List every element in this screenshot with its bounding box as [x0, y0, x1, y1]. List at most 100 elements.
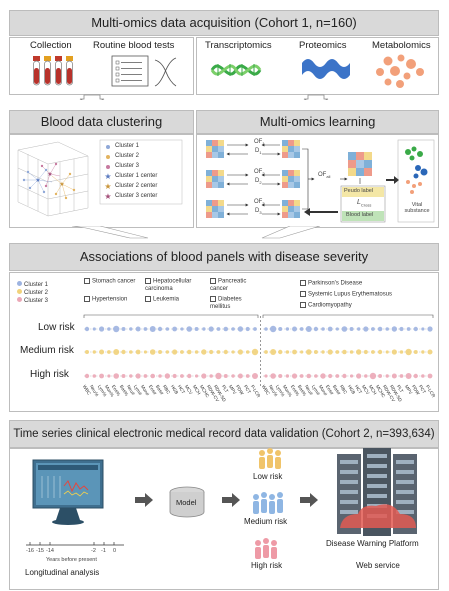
disease-stomach-cancer: Stomach cancer — [84, 278, 136, 286]
acquisition-title: Multi-omics data acquisition (Cohort 1, … — [91, 15, 357, 30]
association-dot — [278, 327, 283, 331]
association-dot — [385, 350, 389, 354]
association-dot — [129, 350, 133, 354]
routine-blood-tests-label: Routine blood tests — [93, 40, 175, 51]
association-dot — [253, 327, 257, 331]
longitudinal-analysis-label: Longitudinal analysis — [25, 568, 100, 577]
association-dot — [84, 326, 90, 332]
disease-hypertension: Hypertension — [84, 296, 127, 304]
association-dot — [237, 373, 243, 379]
server-rack-icon — [337, 448, 417, 536]
association-dot — [363, 326, 369, 332]
association-dot — [385, 327, 390, 331]
associations-panel — [9, 272, 439, 412]
validation-graphics — [26, 448, 417, 559]
association-dot — [413, 350, 418, 354]
association-dot — [252, 373, 258, 379]
association-dot — [237, 326, 244, 332]
association-dot — [270, 349, 277, 355]
monitor-icon — [32, 459, 104, 525]
association-dot — [371, 350, 375, 354]
association-dot — [355, 349, 362, 355]
association-dot — [85, 350, 89, 354]
association-dot — [391, 373, 397, 379]
association-dot — [165, 327, 170, 331]
metabolite-icon — [376, 54, 424, 88]
platform-label: Disease Warning Platform — [326, 539, 419, 548]
pseudo-label: Peudo label — [344, 188, 374, 194]
association-dot — [321, 327, 325, 331]
association-dot — [231, 374, 235, 378]
association-dot — [270, 373, 276, 379]
arrow-to-platform — [300, 493, 318, 507]
association-dot — [194, 327, 199, 331]
association-dot — [216, 327, 221, 331]
association-dot — [363, 349, 368, 355]
association-dot — [143, 374, 148, 378]
down-arrow-right — [303, 94, 329, 100]
association-dot — [427, 373, 433, 379]
association-dot — [413, 373, 418, 379]
metabolomics-label: Metabolomics — [372, 40, 431, 51]
association-dot — [121, 349, 126, 355]
association-dot — [99, 349, 105, 355]
association-dot-plot — [83, 314, 434, 388]
vital-substance-label: Vital substance — [404, 202, 430, 214]
group-bracket — [83, 314, 259, 318]
association-dot — [405, 373, 412, 379]
high-risk-label: High risk — [251, 561, 283, 570]
svg-text:★: ★ — [104, 172, 111, 181]
association-dot — [264, 350, 268, 354]
year-label-1: -15 — [36, 548, 44, 554]
association-dot — [180, 374, 184, 378]
association-dot — [342, 349, 347, 355]
association-dot — [349, 350, 354, 354]
section2-arrows — [71, 226, 321, 239]
assoc-legend-cluster-1: Cluster 1 — [17, 281, 48, 289]
association-dot — [172, 326, 178, 332]
association-dot — [349, 374, 354, 378]
association-dot — [377, 326, 383, 332]
learning-title: Multi-omics learning — [259, 114, 376, 129]
people-low-risk-icon — [259, 448, 281, 469]
association-dot — [150, 373, 156, 379]
of-all-label: OFall — [318, 172, 331, 180]
association-dot — [306, 373, 312, 379]
association-dot — [215, 372, 222, 380]
association-dot — [187, 373, 192, 379]
of-label-1: OF1 — [254, 139, 265, 147]
association-dot — [378, 374, 383, 378]
association-dot — [371, 327, 375, 331]
association-dot — [209, 349, 214, 355]
association-dot — [121, 327, 126, 331]
association-dot — [135, 373, 141, 379]
association-dot — [194, 350, 199, 354]
association-dot — [299, 374, 304, 378]
disease-cardiomyopathy: Cardiomyopathy — [300, 302, 352, 310]
blood-label: Blood label — [346, 212, 374, 218]
association-dot — [341, 326, 348, 332]
association-dot — [291, 373, 298, 379]
association-dot — [327, 326, 333, 332]
d-label-1: D1 — [255, 148, 262, 156]
association-dot — [245, 326, 250, 332]
disease-leukemia: Leukemia — [145, 296, 179, 304]
legend-cluster-2-center: Cluster 2 center — [115, 183, 158, 189]
association-dot — [209, 374, 213, 378]
association-dot — [129, 327, 133, 331]
curve-icon — [154, 57, 177, 87]
protein-icon — [302, 59, 350, 79]
association-dot — [413, 326, 418, 332]
association-dot — [149, 349, 156, 355]
acquisition-header: Multi-omics data acquisition (Cohort 1, … — [9, 10, 439, 36]
association-dot — [208, 326, 214, 332]
association-dot — [421, 327, 425, 331]
association-dot — [285, 327, 290, 331]
down-arrow-left — [79, 94, 105, 100]
association-dot — [164, 373, 171, 379]
association-dot — [427, 326, 433, 332]
arrow-to-model — [135, 493, 153, 507]
association-dot — [385, 374, 389, 378]
risk-label-medium: Medium risk — [20, 345, 74, 356]
association-dot — [278, 374, 283, 378]
